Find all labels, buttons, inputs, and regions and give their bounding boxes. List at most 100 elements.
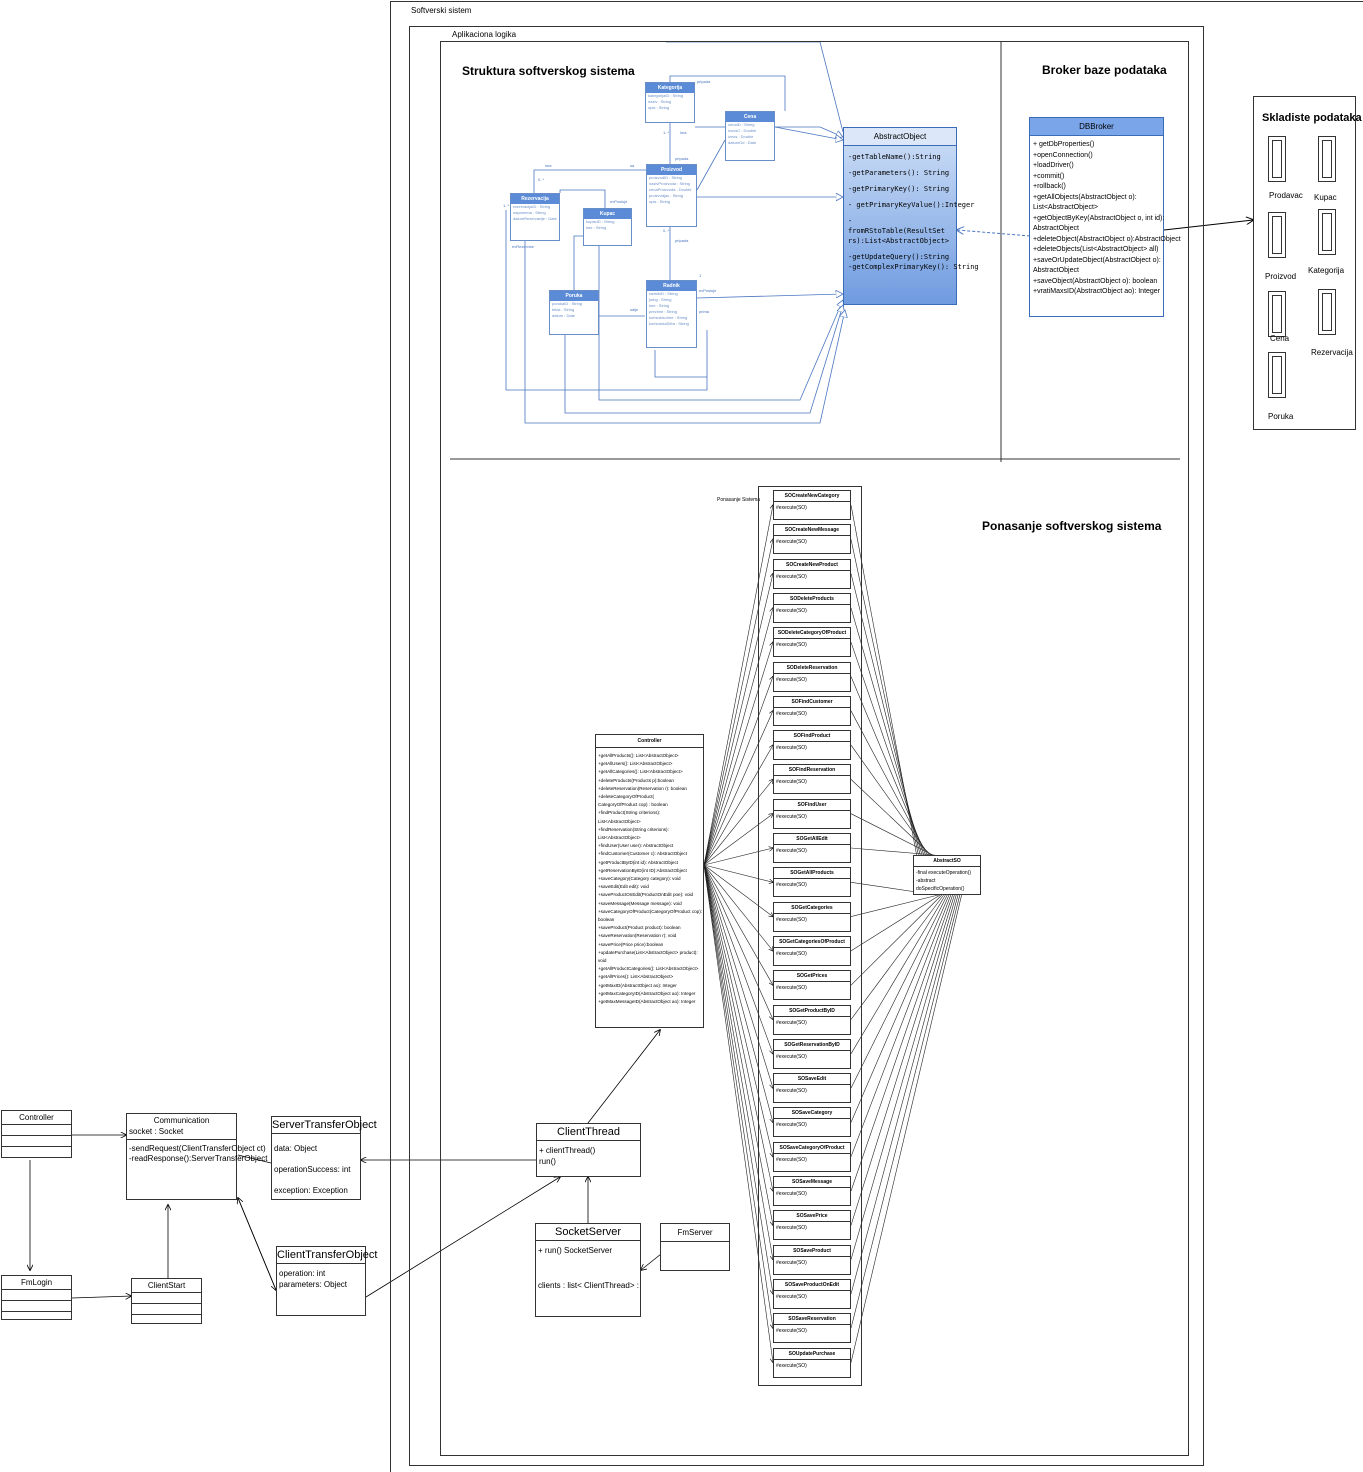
controller-method: +getMaxID(AbstractObject ao): Integer (598, 982, 677, 988)
controller-method: +updatePurchase(List<AbstractObject> pro… (598, 949, 698, 955)
controller-method: +findProduct(String criterions): (598, 810, 661, 816)
assoc-label: sa (630, 163, 635, 168)
server-controller-class: Controller +getAllProducts(): List<Abstr… (595, 734, 704, 1028)
assoc-label: evPosluje (610, 199, 628, 204)
assoc-label: 1..* (503, 203, 510, 208)
app-logic-frame (440, 41, 1189, 1456)
controller-method: +deleteProducts(Products p):boolean (598, 777, 674, 783)
controller-method: +saveCategoryOfProduct(CategoryOfProduct… (598, 908, 703, 914)
table-label: Kategorija (1308, 266, 1345, 275)
fmserver-class: FmServer (660, 1223, 730, 1271)
controller-method: +saveCategory(Category category): void (598, 876, 681, 882)
so-class: SOFindReservation#execute(SO) (773, 764, 851, 795)
so-class: SOSaveProduct#execute(SO) (773, 1244, 851, 1275)
so-class: SOGetAllEdit#execute(SO) (773, 833, 851, 863)
assoc-label: prima (699, 309, 710, 314)
abstract-so-class: AbstractSO -final executeOperation() -ab… (913, 855, 981, 895)
controller-method: +getAllProducts(): List<AbstractObject> (598, 753, 679, 758)
assoc-label: 1 (699, 273, 702, 278)
assoc-label: pripada (675, 156, 689, 161)
structure-title: Struktura softverskog sistema (462, 64, 635, 78)
controller-method: +findUser(User user): AbstractObject (598, 843, 674, 849)
fmlogin-class: FmLogin (1, 1275, 72, 1320)
controller-method: List<AbstractObject> (598, 818, 641, 824)
controller-method: +getReservationByID(int ID):AbstractObje… (598, 867, 687, 873)
storage-frame (1253, 96, 1356, 430)
so-class: SOCreateNewCategory#execute(SO) (773, 490, 851, 520)
controller-method: +saveProductOnEdit(ProductOnEdit poe): v… (598, 892, 694, 898)
so-class: SOGetAllProducts#execute(SO) (773, 867, 851, 898)
controller-method: void (598, 958, 607, 964)
so-class: SOSaveReservation#execute(SO) (773, 1313, 851, 1344)
controller-method: +getMaxCategoryID(AbstractObject ao): In… (598, 990, 696, 996)
assoc-label: 0..* (663, 228, 670, 233)
table-label: Rezervacija (1311, 348, 1353, 357)
so-class: SODeleteProducts#execute(SO) (773, 592, 851, 623)
clientstart-class: ClientStart (131, 1278, 202, 1324)
so-class: SODeleteReservation#execute(SO) (773, 661, 851, 692)
client-controller-class: Controller (1, 1110, 72, 1158)
so-class: SOGetPrices#execute(SO) (773, 970, 851, 1001)
so-package-frame (758, 486, 862, 1386)
table-label: Kupac (1314, 193, 1337, 202)
controller-method: +getMaxMessageID(AbstractObject ao): Int… (598, 999, 696, 1005)
server-transfer-object-class: ServerTransferObject data: Object operat… (271, 1116, 377, 1200)
so-class: SOSaveCategory#execute(SO) (773, 1107, 851, 1138)
so-class: SOFindProduct#execute(SO) (773, 730, 851, 761)
controller-method: +savePrice(Price price):boolean (598, 941, 664, 947)
controller-method: +saveEdit(Edit edit): void (598, 884, 649, 890)
table-icon (1268, 212, 1286, 258)
behavior-title: Ponasanje softverskog sistema (982, 519, 1162, 533)
assoc-label: salje (630, 307, 639, 312)
so-class: SOFindCustomer#execute(SO) (773, 695, 851, 726)
so-class: SOSaveEdit#execute(SO) (773, 1073, 851, 1104)
controller-method: +saveReservation(Reservation r): void (598, 933, 677, 939)
storage-title: Skladiste podataka (1262, 112, 1362, 124)
broker-title: Broker baze podataka (1042, 63, 1167, 77)
so-class: SODeleteCategoryOfProduct#execute(SO) (773, 627, 851, 658)
so-class: SOCreateNewMessage#execute(SO) (773, 524, 851, 555)
controller-method: +getAllProductCategories(): List<Abstrac… (598, 966, 699, 972)
so-class: SOSaveProductOnEdit#execute(SO) (773, 1278, 851, 1309)
so-class: SOSaveMessage#execute(SO) (773, 1176, 851, 1206)
assoc-label: pripada (675, 238, 689, 243)
app-logic-label: Aplikaciona logika (452, 30, 517, 39)
app-logic-outer-frame (409, 26, 1204, 1466)
client-thread-class: ClientThread + clientThread() run() (536, 1123, 641, 1177)
table-icon (1318, 209, 1336, 255)
so-class: SOGetCategoriesOfProduct#execute(SO) (773, 935, 851, 966)
system-label: Softverski sistem (411, 6, 472, 15)
table-label: Cena (1270, 334, 1290, 343)
controller-method: +getProductByID(int id): AbstractObject (598, 859, 679, 865)
so-class: SOUpdatePurchase#execute(SO) (773, 1347, 851, 1378)
behavior-subtitle: Ponasanje Sistema (717, 497, 761, 503)
controller-method: +getAllPrices(): List<AbstractObject> (598, 974, 674, 980)
client-transfer-object-class: ClientTransferObject operation: int para… (276, 1246, 377, 1316)
dbbroker-class: DBBroker + getDbProperties()+openConnect… (1029, 117, 1181, 317)
so-class: SOSaveCategoryOfProduct#execute(SO) (773, 1141, 851, 1172)
so-class: SOGetCategories#execute(SO) (773, 901, 851, 932)
controller-method: +deleteCategoryOfProduct( (598, 794, 655, 800)
controller-method: List<AbstractObject> (598, 835, 641, 841)
table-label: Prodavac (1269, 191, 1303, 200)
table-icon (1268, 291, 1286, 337)
assoc-label: pripada (697, 79, 711, 84)
so-class: SOFindUser#execute(SO) (773, 798, 851, 829)
assoc-label: evRezervise (512, 244, 535, 249)
table-label: Proizvod (1265, 272, 1297, 281)
controller-method: +saveProduct(Product product): boolean (598, 925, 681, 931)
socket-server-class: SocketServer + run() SocketServer client… (535, 1223, 641, 1317)
so-class: SOGetReservationByID#execute(SO) (773, 1038, 851, 1069)
communication-class: Communication socket : Socket -sendReque… (126, 1113, 267, 1200)
controller-method: +getAllUsers(): List<AbstractObject> (598, 761, 673, 767)
assoc-label: 0..* (538, 177, 545, 182)
assoc-label: ima (680, 130, 687, 135)
table-label: Poruka (1268, 412, 1294, 421)
